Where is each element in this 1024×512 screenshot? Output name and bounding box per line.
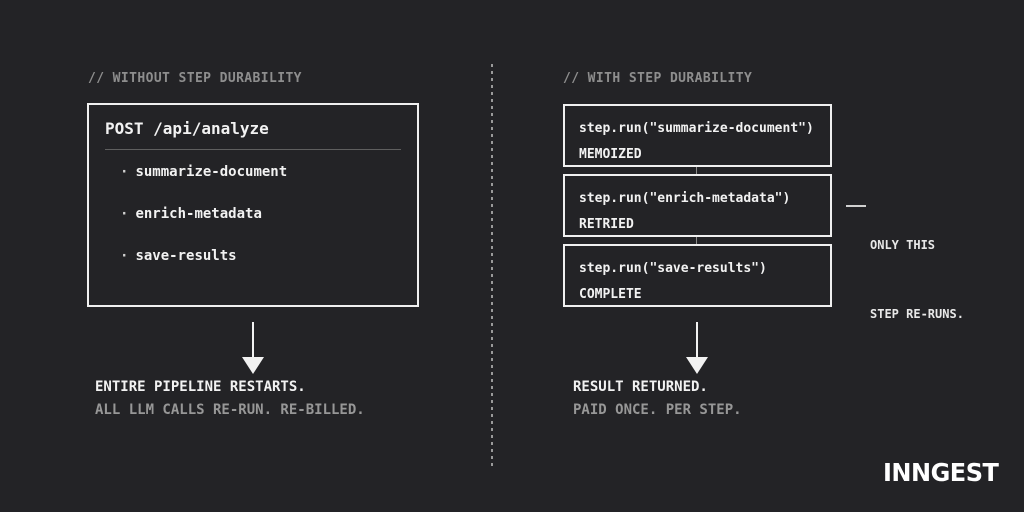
pipeline-step-item: · save-results — [120, 249, 401, 263]
right-result-caption: RESULT RETURNED. PAID ONCE. PER STEP. — [573, 380, 742, 418]
left-result-caption: ENTIRE PIPELINE RESTARTS. ALL LLM CALLS … — [95, 380, 365, 418]
step-code: step.run("summarize-document") — [579, 121, 814, 136]
right-result-secondary: PAID ONCE. PER STEP. — [573, 402, 742, 418]
step-code: step.run("enrich-metadata") — [579, 191, 791, 206]
bullet-icon: · — [120, 164, 129, 180]
pipeline-step-item: · summarize-document — [120, 165, 401, 179]
pipeline-step-label: summarize-document — [135, 164, 288, 180]
bullet-icon: · — [120, 206, 129, 222]
step-connector-line — [696, 237, 697, 244]
step-box-enrich: step.run("enrich-metadata") RETRIED — [563, 174, 832, 237]
pipeline-step-item: · enrich-metadata — [120, 207, 401, 221]
step-status: MEMOIZED — [579, 147, 642, 162]
request-title-divider — [105, 149, 401, 150]
bullet-icon: · — [120, 248, 129, 264]
step-status: COMPLETE — [579, 287, 642, 302]
step-box-save: step.run("save-results") COMPLETE — [563, 244, 832, 307]
down-arrow-icon — [242, 357, 264, 374]
annotation-caption: ONLY THIS STEP RE-RUNS. — [870, 188, 964, 372]
annotation-line2: STEP RE-RUNS. — [870, 307, 964, 321]
step-code: step.run("save-results") — [579, 261, 767, 276]
down-arrow-stem — [696, 322, 698, 358]
right-section-header: // WITH STEP DURABILITY — [563, 71, 753, 86]
pipeline-step-label: save-results — [135, 248, 237, 264]
down-arrow-icon — [686, 357, 708, 374]
step-box-summarize: step.run("summarize-document") MEMOIZED — [563, 104, 832, 167]
step-status: RETRIED — [579, 217, 634, 232]
request-pipeline-box: POST /api/analyze · summarize-document ·… — [87, 103, 419, 307]
pipeline-step-label: enrich-metadata — [135, 206, 262, 222]
center-dotted-divider — [491, 64, 493, 466]
right-result-primary: RESULT RETURNED. — [573, 379, 708, 395]
annotation-line1: ONLY THIS — [870, 238, 936, 252]
left-section-header: // WITHOUT STEP DURABILITY — [88, 71, 302, 86]
left-result-secondary: ALL LLM CALLS RE-RUN. RE-BILLED. — [95, 402, 365, 418]
down-arrow-stem — [252, 322, 254, 358]
step-connector-line — [696, 167, 697, 174]
inngest-logo: INNGEST — [883, 458, 999, 488]
left-result-primary: ENTIRE PIPELINE RESTARTS. — [95, 379, 306, 395]
annotation-connector-line — [846, 205, 866, 207]
request-title: POST /api/analyze — [105, 119, 269, 138]
